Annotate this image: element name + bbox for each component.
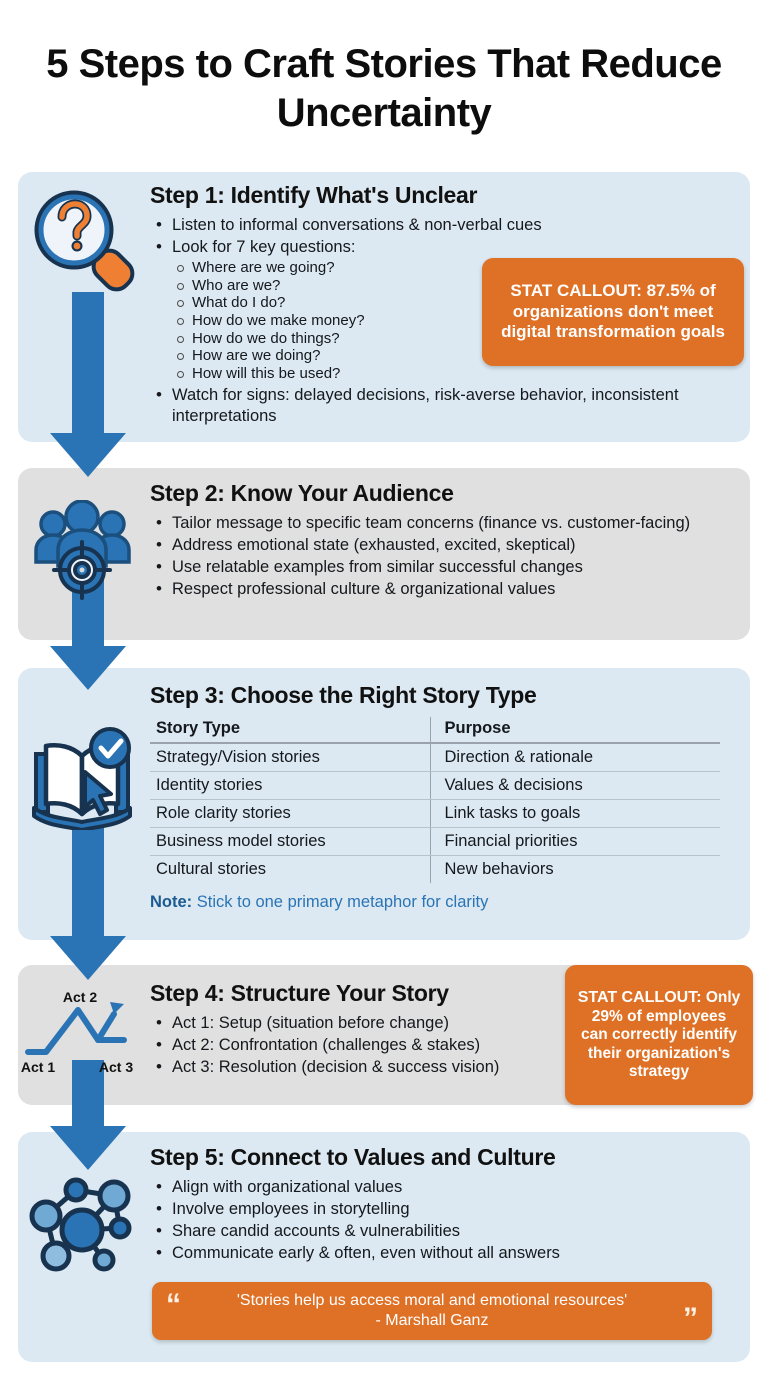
step-1-bullet-list-2: Watch for signs: delayed decisions, risk… bbox=[150, 384, 746, 427]
quote-close-mark: ” bbox=[683, 1302, 698, 1335]
act-3-label: Act 3 bbox=[99, 1059, 133, 1075]
stat-callout-2: STAT CALLOUT: Only 29% of employees can … bbox=[565, 965, 753, 1105]
step-1-bullet-list: Listen to informal conversations & non-v… bbox=[150, 214, 746, 258]
list-item: Use relatable examples from similar succ… bbox=[150, 556, 746, 578]
list-item: Tailor message to specific team concerns… bbox=[150, 512, 746, 534]
arrow-head bbox=[50, 936, 126, 980]
list-item: How will this be used? bbox=[172, 365, 746, 383]
list-item: Act 3: Resolution (decision & success vi… bbox=[150, 1056, 563, 1078]
team-target-icon bbox=[30, 499, 135, 605]
step-2-heading: Step 2: Know Your Audience bbox=[150, 480, 454, 506]
cell-story-type: Cultural stories bbox=[156, 860, 267, 878]
open-book-check-cursor-icon bbox=[26, 726, 138, 835]
list-item: Involve employees in storytelling bbox=[150, 1198, 746, 1220]
arrow-head bbox=[50, 433, 126, 477]
table-row: Business model stories Financial priorit… bbox=[150, 827, 720, 856]
quote-text: 'Stories help us access moral and emotio… bbox=[236, 1292, 628, 1309]
step-3-note: Note: Stick to one primary metaphor for … bbox=[150, 893, 746, 912]
list-item: Look for 7 key questions: bbox=[150, 236, 746, 258]
arrow-head bbox=[50, 646, 126, 690]
list-item: Address emotional state (exhausted, exci… bbox=[150, 534, 746, 556]
cell-story-type: Business model stories bbox=[150, 827, 430, 856]
list-item: Respect professional culture & organizat… bbox=[150, 578, 746, 600]
quote-open-mark: “ bbox=[166, 1288, 181, 1321]
page-title: 5 Steps to Craft Stories That Reduce Unc… bbox=[46, 42, 722, 135]
list-item: Act 1: Setup (situation before change) bbox=[150, 1012, 563, 1034]
list-item: How do we do things? bbox=[172, 330, 746, 348]
arrow-shaft bbox=[72, 292, 104, 435]
table-row: Identity stories Values & decisions bbox=[150, 771, 720, 800]
list-item: Act 2: Confrontation (challenges & stake… bbox=[150, 1034, 563, 1056]
list-item: How are we doing? bbox=[172, 347, 746, 365]
list-item: Where are we going? bbox=[172, 259, 746, 277]
cell-purpose: Direction & rationale bbox=[429, 743, 720, 772]
step-5-bullet-list: Align with organizational values Involve… bbox=[150, 1176, 746, 1264]
network-nodes-icon bbox=[22, 1166, 138, 1279]
quote-text-block: 'Stories help us access moral and emotio… bbox=[207, 1291, 657, 1331]
cell-purpose: New behaviors bbox=[429, 855, 720, 883]
list-item: Watch for signs: delayed decisions, risk… bbox=[150, 384, 746, 427]
step-2-content: Step 2: Know Your Audience Tailor messag… bbox=[150, 480, 746, 601]
connector-arrow-4-to-5 bbox=[50, 1060, 126, 1170]
step-1-content: Step 1: Identify What's Unclear Listen t… bbox=[150, 182, 746, 428]
three-act-chart-icon: Act 2 Act 1 Act 3 bbox=[16, 980, 144, 1081]
arrow-head bbox=[50, 1126, 126, 1170]
stat-callout-1: STAT CALLOUT: 87.5% of organizations don… bbox=[482, 258, 744, 366]
act-1-label: Act 1 bbox=[21, 1059, 55, 1075]
list-item: How do we make money? bbox=[172, 312, 746, 330]
step-5-content: Step 5: Connect to Values and Culture Al… bbox=[150, 1144, 746, 1265]
step-1-heading: Step 1: Identify What's Unclear bbox=[150, 182, 478, 208]
magnifying-glass-question-icon bbox=[26, 186, 136, 299]
list-item: Align with organizational values bbox=[150, 1176, 746, 1198]
stat-callout-2-title: STAT CALLOUT: bbox=[577, 989, 702, 1007]
step-4-bullet-list: Act 1: Setup (situation before change) A… bbox=[150, 1012, 563, 1078]
column-header-story-type: Story Type bbox=[150, 717, 430, 744]
step-3-heading: Step 3: Choose the Right Story Type bbox=[150, 682, 537, 708]
story-type-table: Story Type Purpose Strategy/Vision stori… bbox=[150, 717, 720, 883]
step-1-sub-bullet-list: Where are we going? Who are we? What do … bbox=[172, 259, 746, 383]
stat-callout-1-text: STAT CALLOUT: 87.5% of organizations don… bbox=[501, 280, 725, 342]
list-item: Listen to informal conversations & non-v… bbox=[150, 214, 746, 236]
stat-callout-2-text: STAT CALLOUT: Only 29% of employees can … bbox=[577, 988, 741, 1082]
list-item: Communicate early & often, even without … bbox=[150, 1242, 746, 1264]
stat-callout-2-body: Only 29% of employees can correctly iden… bbox=[581, 989, 741, 1081]
cell-purpose: Values & decisions bbox=[429, 771, 720, 800]
step-3-note-text: Stick to one primary metaphor for clarit… bbox=[196, 893, 489, 911]
list-item: What do I do? bbox=[172, 294, 746, 312]
cell-story-type: Strategy/Vision stories bbox=[150, 743, 430, 772]
arrow-shaft bbox=[72, 1060, 104, 1128]
quote-banner: “ 'Stories help us access moral and emot… bbox=[152, 1282, 712, 1340]
step-2-bullet-list: Tailor message to specific team concerns… bbox=[150, 512, 746, 600]
step-3-content: Step 3: Choose the Right Story Type Stor… bbox=[150, 682, 746, 912]
table-row: Cultural stories New behaviors bbox=[150, 855, 720, 883]
connector-arrow-3-to-4 bbox=[50, 820, 126, 980]
list-item: Who are we? bbox=[172, 277, 746, 295]
step-4-heading: Step 4: Structure Your Story bbox=[150, 980, 449, 1006]
cell-purpose: Financial priorities bbox=[429, 827, 720, 856]
column-header-purpose: Purpose bbox=[429, 717, 720, 744]
step-5-heading: Step 5: Connect to Values and Culture bbox=[150, 1144, 556, 1170]
quote-attribution: - Marshall Ganz bbox=[375, 1312, 489, 1329]
arrow-shaft bbox=[72, 820, 104, 938]
cell-story-type: Identity stories bbox=[150, 771, 430, 800]
list-item: Share candid accounts & vulnerabilities bbox=[150, 1220, 746, 1242]
step-3-note-label: Note: bbox=[150, 893, 193, 911]
cell-purpose: Link tasks to goals bbox=[429, 799, 720, 828]
connector-arrow-1-to-2 bbox=[50, 292, 126, 477]
table-header-row: Story Type Purpose bbox=[150, 717, 720, 744]
cell-story-type: Role clarity stories bbox=[150, 799, 430, 828]
table-row: Strategy/Vision stories Direction & rati… bbox=[150, 743, 720, 772]
act-2-label: Act 2 bbox=[63, 989, 97, 1005]
step-4-content: Step 4: Structure Your Story Act 1: Setu… bbox=[150, 980, 563, 1079]
table-row: Role clarity stories Link tasks to goals bbox=[150, 799, 720, 828]
